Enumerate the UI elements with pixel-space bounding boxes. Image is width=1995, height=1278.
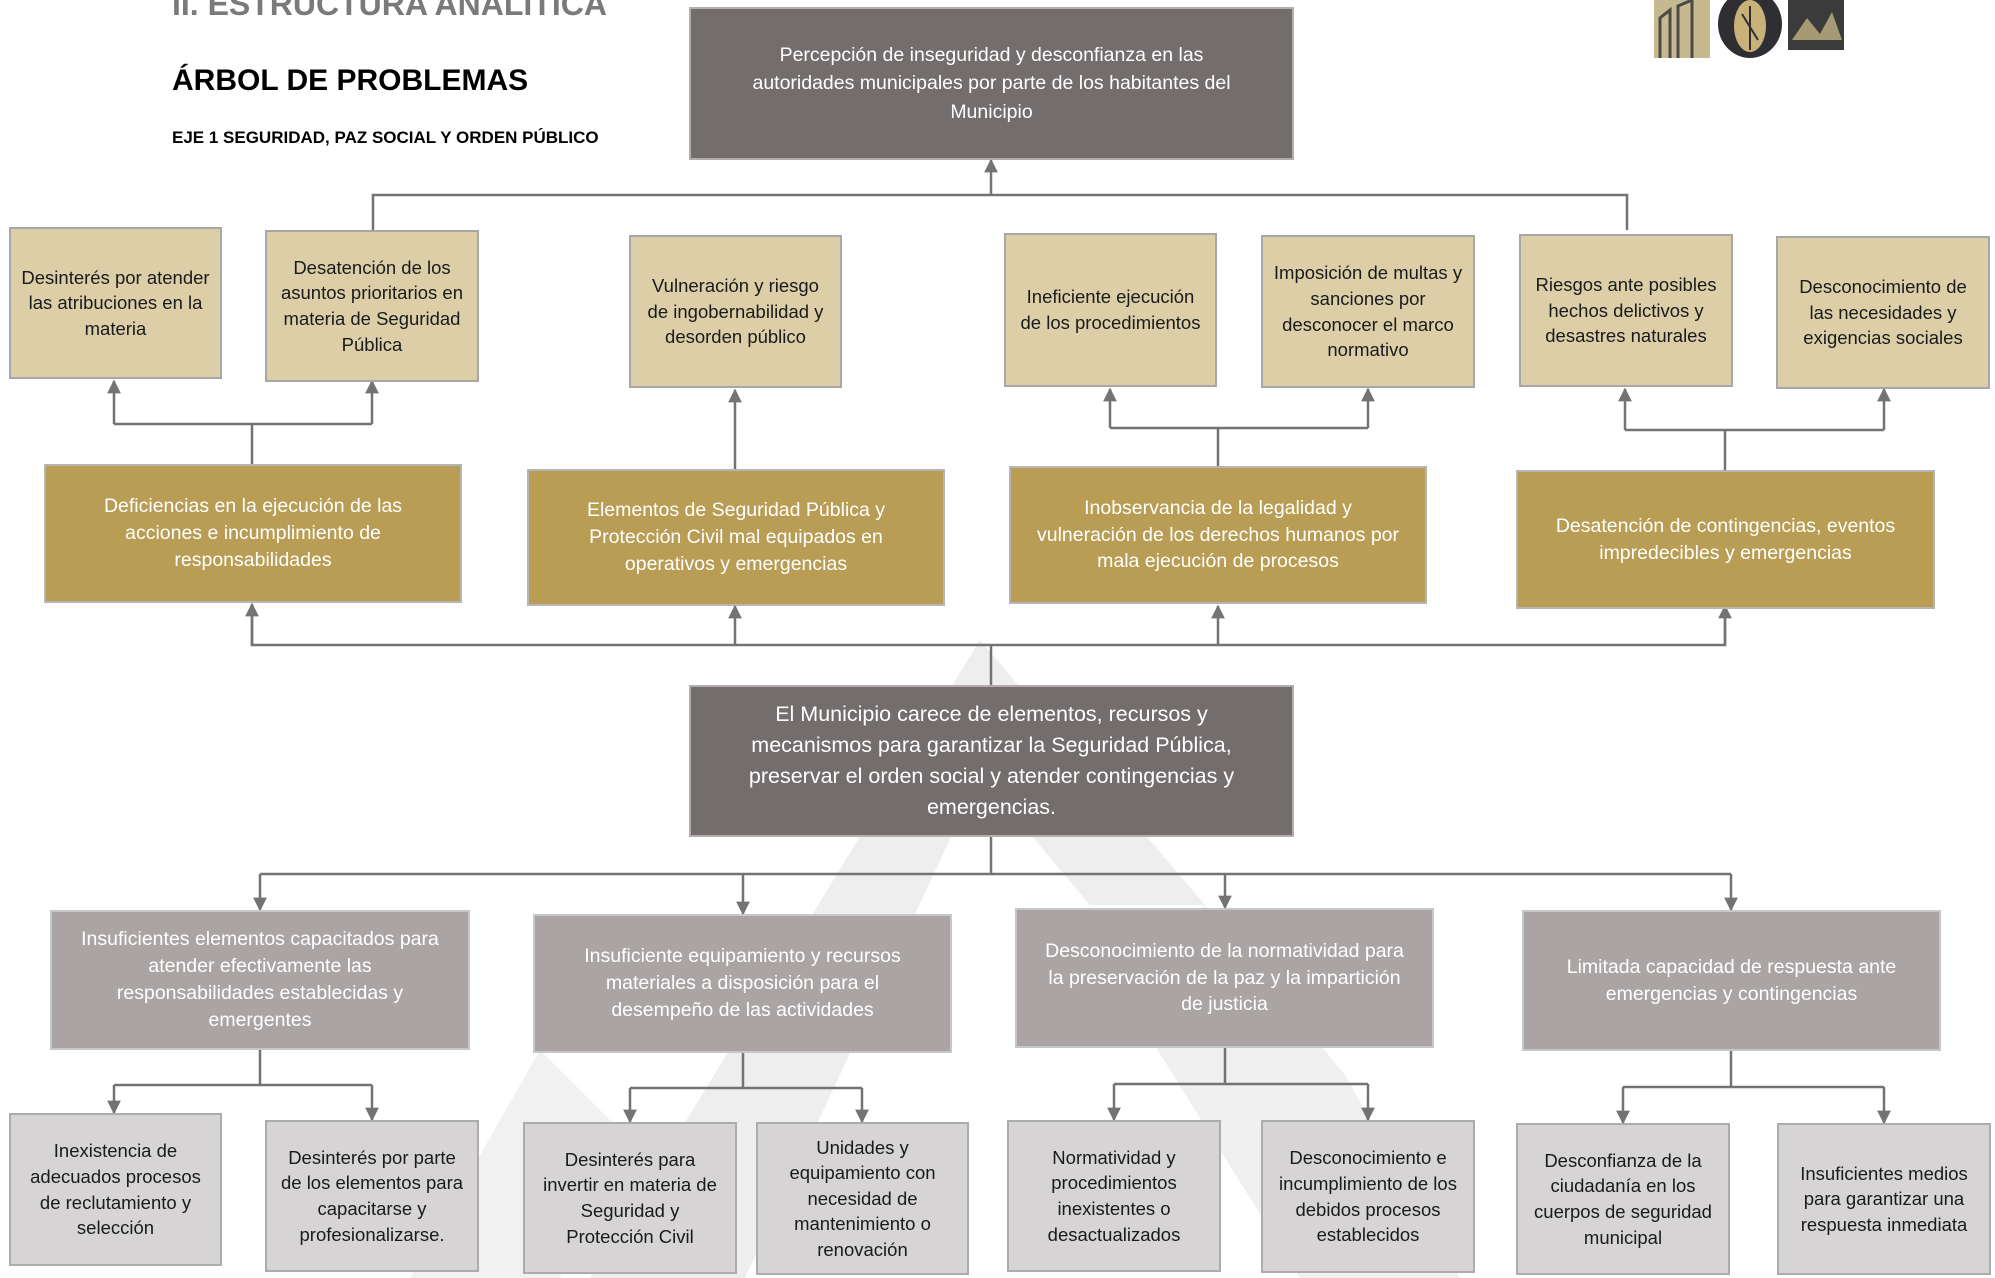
mid-cause-box: Desconocimiento de la normatividad para …: [1015, 908, 1434, 1048]
cause-box: Desinterés para invertir en materia de S…: [523, 1122, 737, 1274]
effect-box: Desatención de los asuntos prioritarios …: [265, 230, 479, 382]
effect-box: Riesgos ante posibles hechos delictivos …: [1519, 234, 1733, 387]
cause-box: Insuficientes medios para garantizar una…: [1777, 1123, 1991, 1275]
section-title: II. ESTRUCTURA ANALÍTICA: [172, 0, 607, 22]
tree-title: ÁRBOL DE PROBLEMAS: [172, 64, 529, 97]
mid-cause-box: Insuficiente equipamiento y recursos mat…: [533, 914, 952, 1053]
mid-effect-box: Inobservancia de la legalidad y vulnerac…: [1009, 466, 1427, 604]
top-effect-box: Percepción de inseguridad y desconfianza…: [689, 7, 1294, 160]
mid-effect-box: Deficiencias en la ejecución de las acci…: [44, 464, 462, 603]
cause-box: Inexistencia de adecuados procesos de re…: [9, 1113, 222, 1266]
municipal-logo: [1654, 0, 1844, 58]
effect-box: Desinterés por atender las atribuciones …: [9, 227, 222, 379]
effect-box: Desconocimiento de las necesidades y exi…: [1776, 236, 1990, 389]
mid-effect-box: Desatención de contingencias, eventos im…: [1516, 470, 1935, 609]
cause-box: Unidades y equipamiento con necesidad de…: [756, 1122, 969, 1275]
core-problem-box: El Municipio carece de elementos, recurs…: [689, 685, 1294, 837]
cause-box: Desconocimiento e incumplimiento de los …: [1261, 1120, 1475, 1273]
mid-cause-box: Limitada capacidad de respuesta ante eme…: [1522, 910, 1941, 1051]
effect-box: Vulneración y riesgo de ingobernabilidad…: [629, 235, 842, 388]
effect-box: Ineficiente ejecución de los procedimien…: [1004, 233, 1217, 387]
cause-box: Normatividad y procedimientos inexistent…: [1007, 1120, 1221, 1272]
cause-box: Desinterés por parte de los elementos pa…: [265, 1120, 479, 1272]
effect-box: Imposición de multas y sanciones por des…: [1261, 235, 1475, 388]
mid-cause-box: Insuficientes elementos capacitados para…: [50, 910, 470, 1050]
mid-effect-box: Elementos de Seguridad Pública y Protecc…: [527, 469, 945, 606]
eje-subtitle: EJE 1 SEGURIDAD, PAZ SOCIAL Y ORDEN PÚBL…: [172, 128, 599, 147]
cause-box: Desconfianza de la ciudadanía en los cue…: [1516, 1123, 1730, 1275]
